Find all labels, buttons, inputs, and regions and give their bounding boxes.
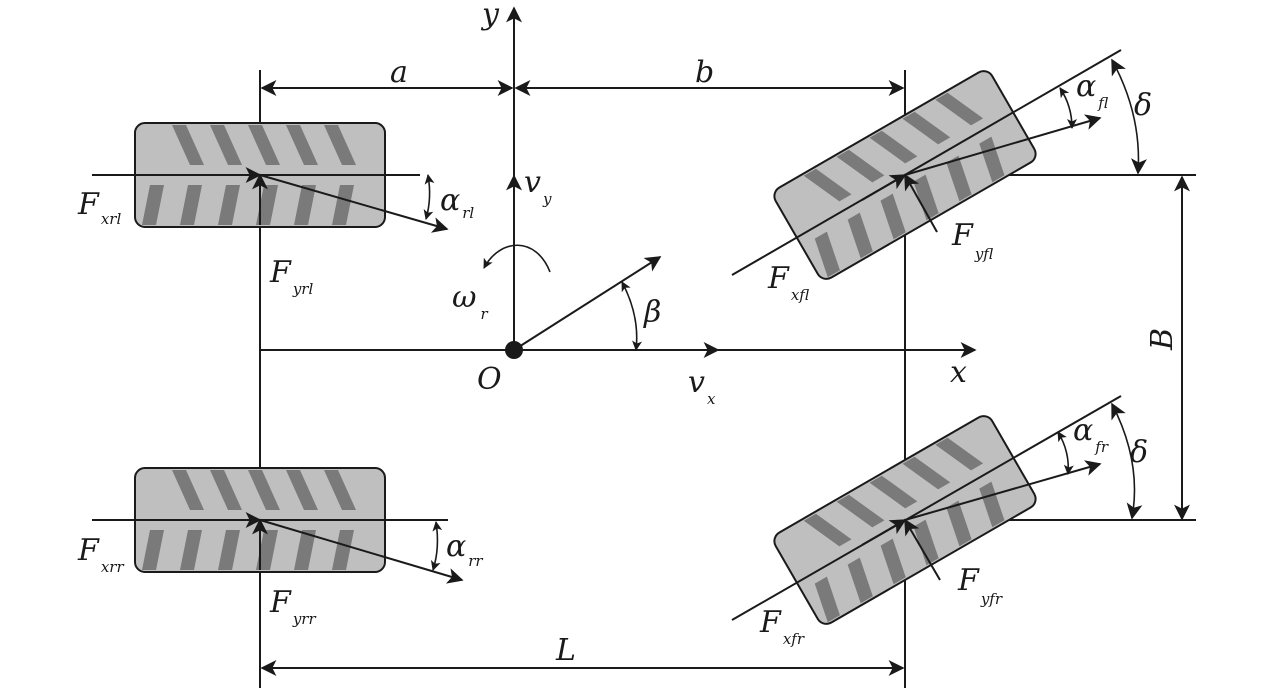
dim-a-label: a: [390, 55, 408, 90]
Fxfr-arrow: [861, 519, 907, 546]
dim-B-label: B: [1145, 328, 1180, 351]
dim-b-label: b: [695, 55, 714, 90]
Fxfl-arrow: [861, 174, 907, 201]
alpha-rr-arc: [430, 521, 443, 571]
yaw-rate-arc: [483, 244, 551, 273]
rear-right-velocity-line: [259, 519, 464, 584]
delta-fl-label: δ: [1134, 88, 1152, 123]
origin-label: O: [477, 362, 502, 397]
delta-fr-arc: [1111, 402, 1143, 520]
beta-label: β: [643, 295, 661, 330]
rear-left-velocity-line: [259, 174, 449, 233]
beta-arc: [621, 281, 643, 351]
front-left-wheel-plane: [731, 49, 1122, 276]
alpha-fl-arc: [1059, 87, 1077, 129]
y-axis-label: y: [480, 0, 500, 32]
velocity-vector: [513, 256, 662, 351]
x-axis-label: x: [950, 355, 967, 390]
delta-fr-label: δ: [1130, 435, 1148, 470]
front-right-wheel-plane: [731, 395, 1122, 621]
Fyfl-label: Fyfl: [951, 218, 993, 263]
dim-L-label: L: [555, 633, 576, 668]
alpha-rl-arc: [423, 174, 435, 220]
delta-fl-arc: [1111, 58, 1147, 175]
Fyfl-arrow: [904, 173, 938, 233]
alpha-fr-arc: [1057, 431, 1074, 475]
Fyfr-label: Fyfr: [957, 563, 1003, 608]
Fyfr-arrow: [904, 518, 941, 581]
